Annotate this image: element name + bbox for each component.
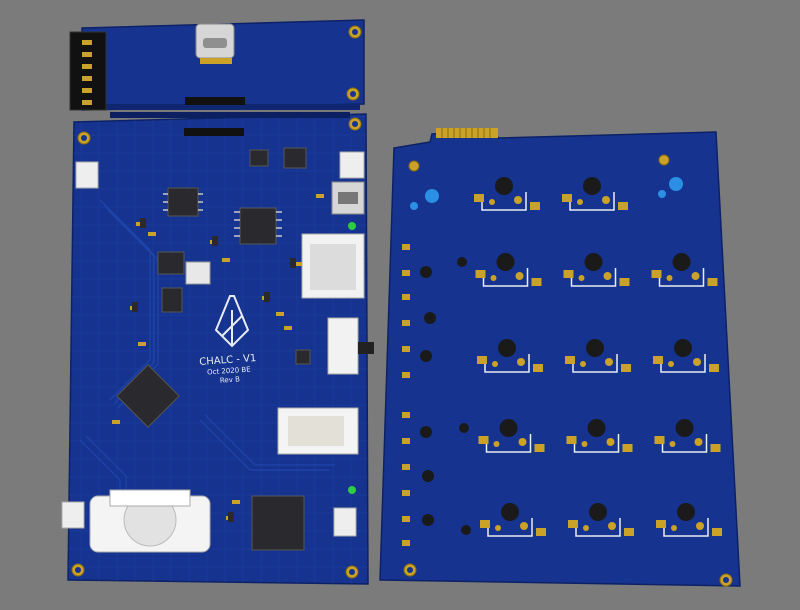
key-switch-footprint bbox=[477, 339, 543, 373]
ic-chip bbox=[239, 207, 277, 245]
ic-chip bbox=[283, 147, 307, 169]
jst-connector bbox=[185, 261, 211, 285]
key-switch-footprint bbox=[563, 253, 630, 287]
key-switch-footprint bbox=[566, 419, 633, 453]
tactile-switch bbox=[339, 151, 365, 179]
keypad-board bbox=[379, 128, 741, 587]
ic-chip bbox=[161, 287, 183, 313]
tactile-switch bbox=[61, 501, 85, 529]
slide-switch bbox=[327, 317, 359, 375]
mounting-hole bbox=[408, 160, 420, 172]
tactile-switch bbox=[333, 507, 357, 537]
chalc-logo-icon bbox=[214, 295, 250, 348]
status-led bbox=[348, 222, 356, 230]
key-switch-footprint bbox=[654, 419, 721, 453]
mounting-hole bbox=[658, 154, 670, 166]
key-switch-footprint bbox=[474, 177, 540, 211]
main-board: CHALC - V1 Oct 2020 BE Rev B bbox=[61, 19, 374, 585]
key-switch-footprint bbox=[653, 339, 719, 373]
board-revision: Rev B bbox=[220, 375, 241, 384]
tactile-switch bbox=[75, 161, 99, 189]
ic-chip bbox=[157, 251, 185, 275]
key-switch-footprint bbox=[565, 339, 631, 373]
key-switch-footprint bbox=[562, 177, 628, 211]
ic-chip bbox=[249, 149, 269, 167]
key-switch-footprint bbox=[480, 503, 546, 537]
board-title: CHALC - V1 bbox=[199, 353, 257, 368]
key-switch-footprint bbox=[478, 419, 545, 453]
status-led bbox=[348, 486, 356, 494]
ic-chip bbox=[167, 187, 199, 217]
fpc-connector-bottom bbox=[184, 128, 244, 136]
key-switch-grid bbox=[474, 177, 722, 537]
ic-chip bbox=[295, 349, 311, 365]
key-switch-footprint bbox=[656, 503, 722, 537]
coin-cell-holder bbox=[89, 489, 211, 553]
ic-chip bbox=[116, 364, 180, 428]
fpc-connector-top bbox=[185, 97, 245, 105]
board-date: Oct 2020 BE bbox=[207, 365, 251, 376]
ic-chip bbox=[251, 495, 305, 551]
key-switch-footprint bbox=[651, 253, 718, 287]
key-switch-footprint bbox=[475, 253, 542, 287]
edge-connector bbox=[436, 128, 498, 138]
key-switch-footprint bbox=[568, 503, 634, 537]
